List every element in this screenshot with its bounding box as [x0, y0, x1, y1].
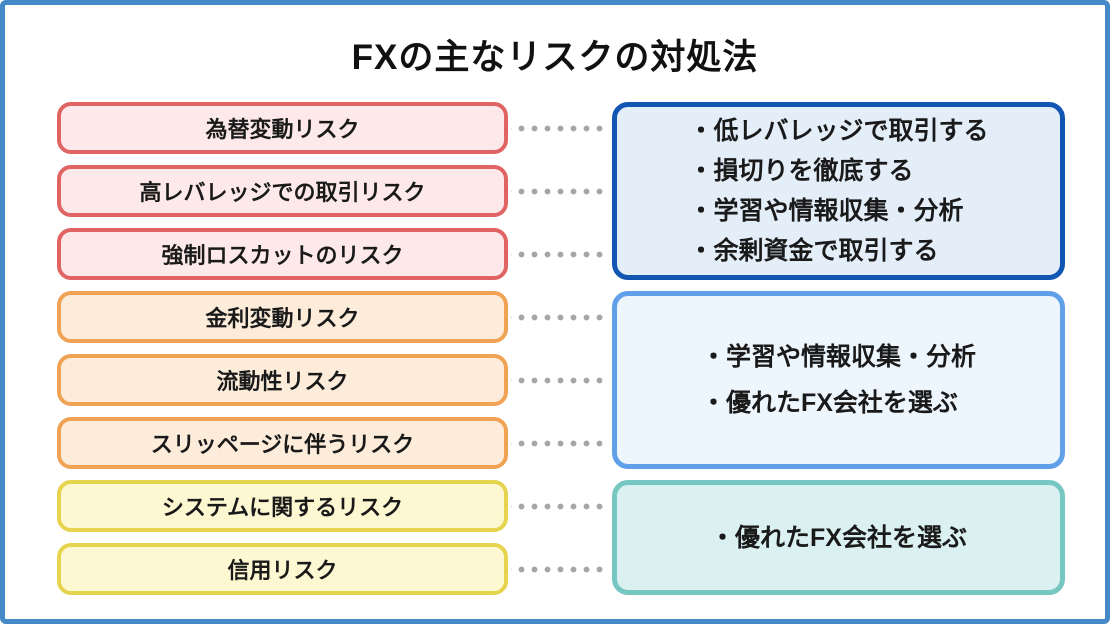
- risk-label: 高レバレッジでの取引リスク: [139, 180, 426, 205]
- risk-label: 金利変動リスク: [205, 306, 360, 331]
- risk-label: 流動性リスク: [216, 369, 349, 394]
- dotted-connector: [511, 417, 609, 469]
- dotted-connector: [511, 228, 609, 280]
- risk-label: スリッページに伴うリスク: [150, 432, 415, 457]
- remedy-box-yellow-group: ・優れたFX会社を選ぶ: [612, 480, 1065, 595]
- remedy-line: ・学習や情報収集・分析: [688, 197, 964, 225]
- remedy-line: ・優れたFX会社を選ぶ: [700, 389, 958, 417]
- remedy-box-red-group: ・低レバレッジで取引する ・損切りを徹底する ・学習や情報収集・分析 ・余剰資金…: [612, 102, 1065, 280]
- risk-box-credit: 信用リスク: [57, 543, 508, 595]
- remedy-lines: ・優れたFX会社を選ぶ: [710, 518, 967, 558]
- risk-box-exchange-rate: 為替変動リスク: [57, 102, 508, 154]
- remedy-line: ・損切りを徹底する: [688, 157, 914, 185]
- risk-box-slippage: スリッページに伴うリスク: [57, 417, 508, 469]
- risk-label: 信用リスク: [227, 558, 338, 583]
- risk-box-liquidity: 流動性リスク: [57, 354, 508, 406]
- dotted-connector: [511, 543, 609, 595]
- remedy-lines: ・学習や情報収集・分析 ・優れたFX会社を選ぶ: [701, 334, 976, 426]
- remedy-line: ・低レバレッジで取引する: [688, 117, 989, 145]
- risk-label: 為替変動リスク: [205, 117, 360, 142]
- dotted-connector: [511, 165, 609, 217]
- risk-label: システムに関するリスク: [161, 495, 404, 520]
- remedy-box-orange-group: ・学習や情報収集・分析 ・優れたFX会社を選ぶ: [612, 291, 1065, 469]
- risk-label: 強制ロスカットのリスク: [161, 243, 404, 268]
- risk-remedy-grid: 為替変動リスク 高レバレッジでの取引リスク 強制ロスカットのリスク 金利変動リス…: [57, 102, 1065, 595]
- risk-box-system: システムに関するリスク: [57, 480, 508, 532]
- diagram-title: FXの主なリスクの対処法: [351, 38, 759, 77]
- remedy-line: ・学習や情報収集・分析: [700, 343, 976, 371]
- risk-box-forced-loss-cut: 強制ロスカットのリスク: [57, 228, 508, 280]
- risk-box-high-leverage: 高レバレッジでの取引リスク: [57, 165, 508, 217]
- dotted-connector: [511, 480, 609, 532]
- remedy-lines: ・低レバレッジで取引する ・損切りを徹底する ・学習や情報収集・分析 ・余剰資金…: [688, 111, 988, 271]
- remedy-line: ・優れたFX会社を選ぶ: [710, 523, 967, 552]
- dotted-connector: [511, 291, 609, 343]
- remedy-line: ・余剰資金で取引する: [688, 237, 939, 265]
- dotted-connector: [511, 354, 609, 406]
- dotted-connector: [511, 102, 609, 154]
- risk-box-interest-rate: 金利変動リスク: [57, 291, 508, 343]
